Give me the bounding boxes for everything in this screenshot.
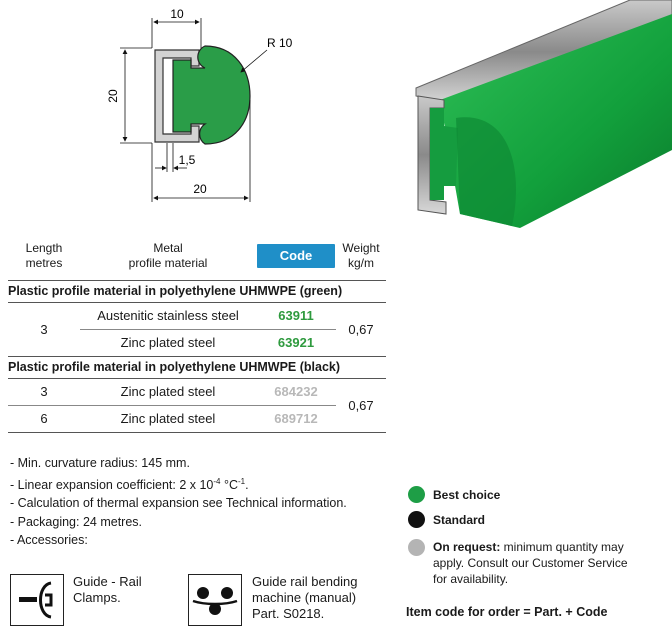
note-accessories: - Accessories:: [10, 533, 88, 548]
guide-rail-clamp-icon: [10, 574, 64, 626]
legend-standard: Standard: [408, 511, 485, 528]
header-weight: Weight kg/m: [342, 240, 380, 270]
material-cell: Austenitic stainless steel: [80, 302, 256, 330]
code-cell: 689712: [274, 411, 318, 426]
header-code: Code: [256, 232, 336, 280]
code-cell: 63911: [256, 302, 336, 330]
spec-table: Length metres Metal profile material Cod…: [8, 232, 386, 433]
code-cell: 684232: [256, 378, 336, 406]
legend-on-request: On request: minimum quantity may apply. …: [408, 539, 628, 587]
dim-height: 20: [106, 89, 120, 103]
dim-thickness: 1,5: [179, 153, 196, 167]
note-linear-expansion: - Linear expansion coefficient: 2 x 10-4…: [10, 476, 249, 492]
group-title-green: Plastic profile material in polyethylene…: [8, 279, 386, 303]
length-cell: 6: [40, 411, 48, 426]
note-packaging: - Packaging: 24 metres.: [10, 514, 143, 529]
dim-top-width: 10: [170, 7, 184, 21]
material-cell: Zinc plated steel: [120, 335, 216, 350]
material-cell: Zinc plated steel: [80, 378, 256, 406]
code-cell: 63921: [277, 335, 315, 350]
length-cell: 3: [8, 378, 80, 406]
header-metal: Metal profile material: [128, 240, 208, 270]
weight-cell: 0,67: [348, 397, 374, 413]
dim-radius: R 10: [267, 36, 293, 50]
black-dot-icon: [408, 511, 425, 528]
material-cell: Zinc plated steel: [120, 411, 216, 426]
bending-machine-icon: [188, 574, 242, 626]
note-thermal: - Calculation of thermal expansion see T…: [10, 496, 347, 511]
header-length: Length metres: [25, 240, 63, 270]
notes-list: - Min. curvature radius: 145 mm. - Linea…: [10, 454, 347, 550]
item-code-note: Item code for order = Part. + Code: [406, 605, 608, 619]
weight-cell: 0,67: [348, 321, 374, 337]
group-title-black: Plastic profile material in polyethylene…: [8, 355, 386, 379]
length-cell: 3: [40, 321, 48, 337]
grey-dot-icon: [408, 539, 425, 556]
dim-bottom-width: 20: [193, 182, 207, 196]
product-photo: [400, 0, 672, 238]
legend-best: Best choice: [408, 486, 500, 503]
accessory-bending-label: Guide rail bending machine (manual) Part…: [252, 574, 358, 621]
green-dot-icon: [408, 486, 425, 503]
accessory-clamps-label: Guide - Rail Clamps.: [73, 574, 142, 605]
note-curvature: - Min. curvature radius: 145 mm.: [10, 456, 190, 470]
profile-technical-drawing: 10 20 R 10 1,5 20: [106, 7, 293, 202]
